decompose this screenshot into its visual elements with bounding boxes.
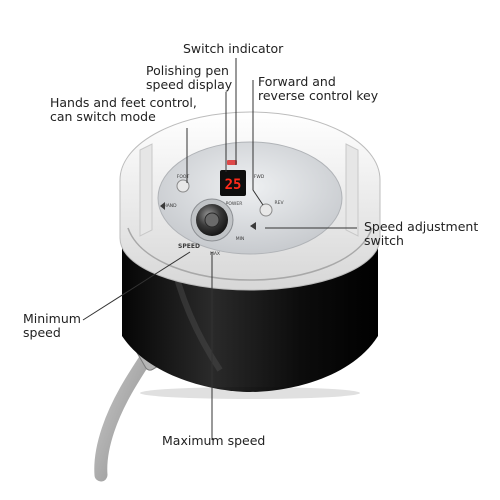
leader-forward-reverse	[252, 80, 264, 206]
leader-lines	[82, 58, 357, 440]
callout-switch-indicator-line1: Switch indicator	[183, 41, 284, 56]
hand-foot-mode-button[interactable]	[176, 179, 190, 193]
shell-notch-right	[345, 143, 359, 237]
callout-forward-reverse-key: Forward and reverse control key	[258, 75, 378, 103]
device-base-shadow	[140, 387, 360, 399]
max-label: MAX	[210, 251, 220, 257]
callout-forward-reverse-key-line2: reverse control key	[258, 88, 379, 103]
callout-speed-adjustment-switch-line1: Speed adjustment	[364, 219, 479, 234]
callout-polishing-pen-display-line2: speed display	[146, 77, 233, 92]
callout-polishing-pen-display: Polishing pen speed display	[146, 64, 232, 92]
callout-minimum-speed-line1: Minimum	[23, 311, 81, 326]
speed-knob-cap	[204, 212, 220, 228]
callout-speed-adjustment-switch-line2: switch	[364, 233, 404, 248]
hand-foot-icon	[160, 202, 165, 210]
callout-minimum-speed-line2: speed	[23, 325, 61, 340]
rev-label: REV	[274, 200, 284, 206]
callout-switch-indicator: Switch indicator	[183, 42, 283, 56]
switch-indicator-light	[227, 160, 237, 165]
callout-hands-feet-control: Hands and feet control, can switch mode	[50, 96, 197, 124]
control-panel	[157, 141, 343, 255]
display-readout: 25	[225, 177, 242, 193]
callout-minimum-speed: Minimum speed	[23, 312, 81, 340]
fwd-label: FWD	[254, 174, 265, 180]
forward-reverse-button[interactable]	[259, 203, 273, 217]
shell-notch-left	[139, 143, 153, 237]
shell-rim	[127, 227, 373, 281]
callout-hands-feet-control-line2: can switch mode	[50, 109, 156, 124]
foot-label: FOOT	[177, 174, 190, 180]
power-cable	[94, 345, 157, 482]
hand-label: HAND	[163, 203, 177, 209]
callout-speed-adjustment-switch: Speed adjustment switch	[364, 220, 478, 248]
leader-minimum-speed	[82, 251, 191, 321]
power-label: POWER	[226, 201, 243, 207]
direction-arrow-icon	[250, 222, 256, 230]
callout-forward-reverse-key-line1: Forward and	[258, 74, 336, 89]
min-label: MIN	[236, 236, 245, 242]
speed-display	[220, 170, 246, 196]
callout-maximum-speed-line1: Maximum speed	[162, 433, 266, 448]
callout-hands-feet-control-line1: Hands and feet control,	[50, 95, 197, 110]
callout-maximum-speed: Maximum speed	[162, 434, 265, 448]
callout-polishing-pen-display-line1: Polishing pen	[146, 63, 229, 78]
speed-label: SPEED	[178, 243, 200, 250]
